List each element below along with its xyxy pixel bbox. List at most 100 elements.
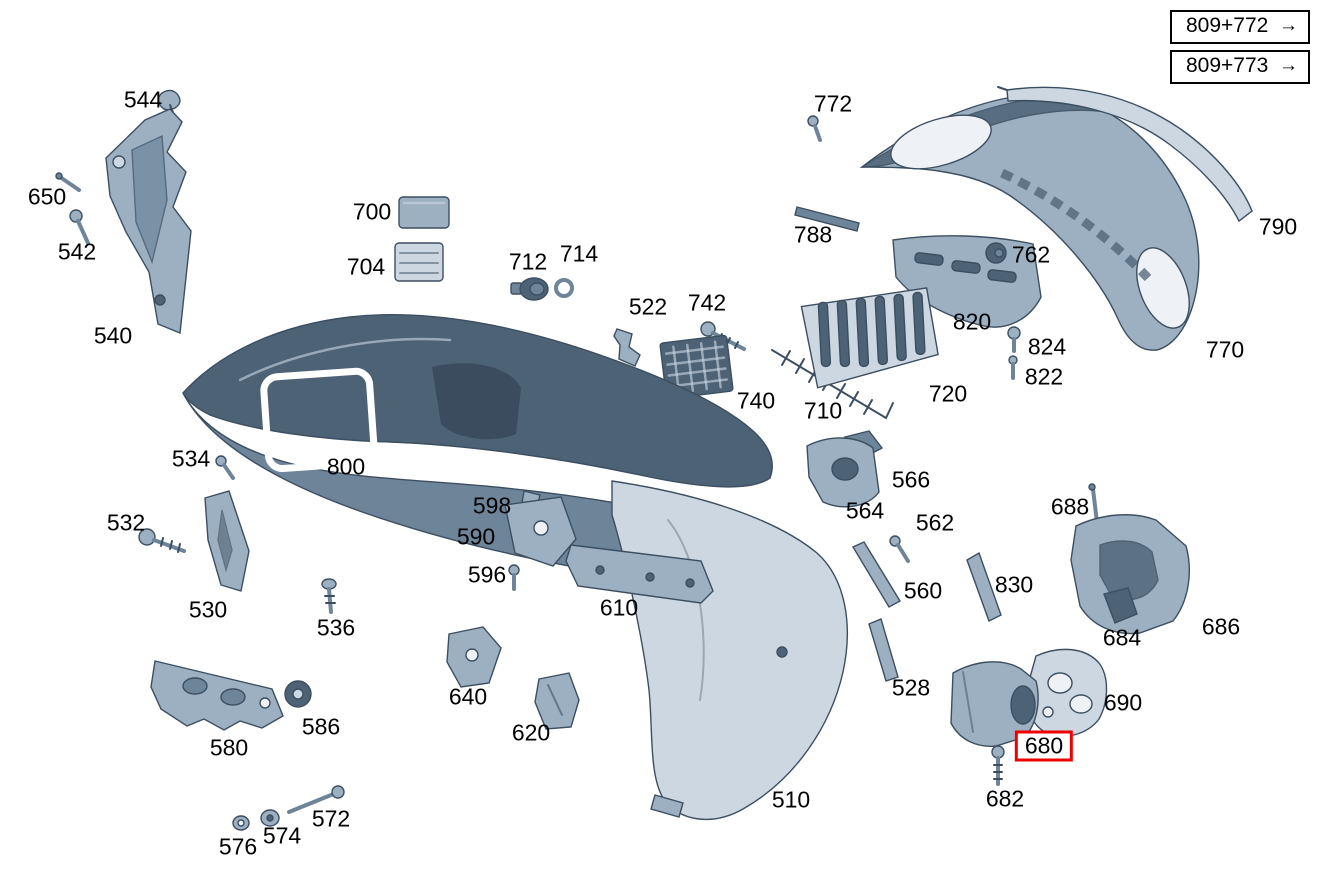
part-label-620[interactable]: 620 xyxy=(511,719,551,746)
part-label-740[interactable]: 740 xyxy=(736,387,776,414)
part-712-sensor xyxy=(510,277,549,301)
part-label-564[interactable]: 564 xyxy=(845,497,885,524)
part-720-slotted-plate xyxy=(800,287,939,389)
part-562-screw xyxy=(889,535,910,563)
part-label-560[interactable]: 560 xyxy=(903,577,943,604)
part-label-610[interactable]: 610 xyxy=(599,594,639,621)
part-532-bolt xyxy=(138,528,186,553)
part-label-576[interactable]: 576 xyxy=(218,833,258,860)
part-640-bracket xyxy=(446,626,502,688)
part-542-screw xyxy=(69,209,90,245)
part-label-640[interactable]: 640 xyxy=(448,683,488,710)
part-label-742[interactable]: 742 xyxy=(687,289,727,316)
part-536-screw xyxy=(321,578,337,614)
related-diagram-link-809-773[interactable]: 809+773 → xyxy=(1170,50,1310,84)
part-564-bracket xyxy=(806,430,884,508)
related-diagram-links: 809+772 → 809+773 → xyxy=(1170,10,1310,84)
part-label-800[interactable]: 800 xyxy=(326,453,366,480)
part-label-700[interactable]: 700 xyxy=(352,198,392,225)
part-586-grommet xyxy=(284,680,312,708)
part-714-ring xyxy=(554,278,574,298)
related-diagram-label: 809+772 xyxy=(1186,14,1269,37)
part-label-688[interactable]: 688 xyxy=(1050,493,1090,520)
part-574-washer xyxy=(260,809,280,827)
part-label-822[interactable]: 822 xyxy=(1024,363,1064,390)
part-label-522[interactable]: 522 xyxy=(628,293,668,320)
part-label-772[interactable]: 772 xyxy=(813,90,853,117)
part-572-screw xyxy=(287,785,345,814)
part-label-790[interactable]: 790 xyxy=(1258,213,1298,240)
part-740-grille xyxy=(659,334,734,400)
part-label-712[interactable]: 712 xyxy=(508,248,548,275)
part-label-566[interactable]: 566 xyxy=(891,466,931,493)
part-596-screw xyxy=(508,564,520,591)
part-650-pin xyxy=(55,172,81,192)
part-540-side-bracket xyxy=(105,108,192,335)
part-528-strip xyxy=(868,618,899,682)
part-label-650[interactable]: 650 xyxy=(27,183,67,210)
part-label-574[interactable]: 574 xyxy=(262,822,302,849)
part-label-830[interactable]: 830 xyxy=(994,571,1034,598)
part-770-diffuser xyxy=(859,94,1200,351)
part-790-trim-strip xyxy=(997,86,1253,223)
part-label-680[interactable]: 680 xyxy=(1014,730,1074,762)
part-620-bracket xyxy=(534,672,580,730)
part-label-598[interactable]: 598 xyxy=(472,492,512,519)
part-label-684[interactable]: 684 xyxy=(1102,624,1142,651)
part-690-plate xyxy=(1025,648,1108,737)
part-label-590[interactable]: 590 xyxy=(456,523,496,550)
part-label-530[interactable]: 530 xyxy=(188,596,228,623)
part-label-532[interactable]: 532 xyxy=(106,509,146,536)
part-788-strip xyxy=(794,206,860,232)
part-label-820[interactable]: 820 xyxy=(952,308,992,335)
part-762-sensor xyxy=(985,242,1007,264)
part-label-580[interactable]: 580 xyxy=(209,734,249,761)
part-label-788[interactable]: 788 xyxy=(793,221,833,248)
part-544-clip xyxy=(157,89,181,116)
part-label-510[interactable]: 510 xyxy=(771,786,811,813)
part-label-536[interactable]: 536 xyxy=(316,614,356,641)
part-682-screw xyxy=(991,745,1005,786)
related-diagram-link-809-772[interactable]: 809+772 → xyxy=(1170,10,1310,44)
part-label-534[interactable]: 534 xyxy=(171,445,211,472)
part-label-586[interactable]: 586 xyxy=(301,713,341,740)
part-522-clip xyxy=(613,328,641,367)
part-label-704[interactable]: 704 xyxy=(346,253,386,280)
part-822-screw xyxy=(1008,355,1018,380)
related-diagram-label: 809+773 xyxy=(1186,54,1269,77)
part-684-bracket xyxy=(1103,587,1138,624)
part-label-572[interactable]: 572 xyxy=(311,805,351,832)
part-label-710[interactable]: 710 xyxy=(803,397,843,424)
part-590-bracket xyxy=(504,496,577,567)
part-label-686[interactable]: 686 xyxy=(1201,613,1241,640)
part-530-bracket xyxy=(204,490,250,592)
part-742-bolt xyxy=(700,321,746,351)
part-label-690[interactable]: 690 xyxy=(1103,689,1143,716)
part-label-542[interactable]: 542 xyxy=(57,238,97,265)
part-label-562[interactable]: 562 xyxy=(915,509,955,536)
part-label-682[interactable]: 682 xyxy=(985,785,1025,812)
part-label-714[interactable]: 714 xyxy=(559,240,599,267)
part-680-housing xyxy=(950,661,1039,747)
part-label-824[interactable]: 824 xyxy=(1027,333,1067,360)
part-830-strip xyxy=(966,551,1002,622)
part-560-strip xyxy=(851,541,901,608)
arrow-right-icon: → xyxy=(1279,55,1298,76)
part-label-528[interactable]: 528 xyxy=(891,674,931,701)
part-576-washer xyxy=(232,815,250,831)
part-label-720[interactable]: 720 xyxy=(928,380,968,407)
part-label-596[interactable]: 596 xyxy=(467,561,507,588)
part-label-540[interactable]: 540 xyxy=(93,322,133,349)
part-label-544[interactable]: 544 xyxy=(123,86,163,113)
arrow-right-icon: → xyxy=(1279,15,1298,36)
part-686-bracket xyxy=(1070,514,1191,635)
part-580-absorber xyxy=(150,660,284,731)
part-772-screw xyxy=(807,115,822,142)
part-label-762[interactable]: 762 xyxy=(1011,241,1051,268)
part-700-cover xyxy=(398,196,450,229)
part-824-screw xyxy=(1007,326,1021,353)
part-label-770[interactable]: 770 xyxy=(1205,336,1245,363)
